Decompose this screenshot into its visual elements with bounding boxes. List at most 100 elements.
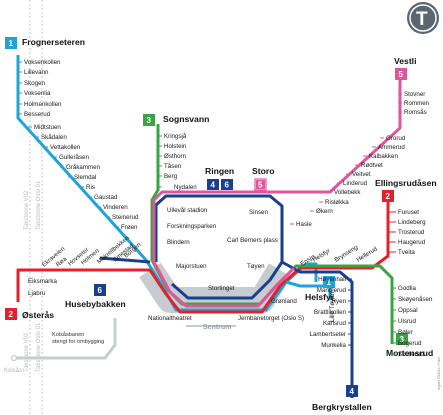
station-besserud[interactable]: Besserud: [24, 111, 51, 118]
station-hellerud[interactable]: Hellerud: [355, 245, 379, 263]
terminus-frognerseteren[interactable]: 1 Frognerseteren: [5, 37, 85, 49]
station-risløkka[interactable]: Risløkka: [325, 199, 349, 206]
station-linderud[interactable]: Linderud: [343, 180, 368, 187]
storo-label[interactable]: Storo 5: [252, 166, 274, 191]
kolsas-closed-branch: Kolsås Kolsåsbanen stengt for ombygging: [4, 318, 117, 374]
svg-text:4: 4: [350, 387, 355, 396]
station-stovner[interactable]: Stovner: [404, 91, 425, 98]
kolsas-note: Kolsåsbanen: [52, 331, 84, 338]
station-grønland[interactable]: Grønland: [271, 298, 297, 305]
station-slemdal[interactable]: Slemdal: [74, 174, 96, 181]
station-stortinget[interactable]: Stortinget: [208, 285, 235, 292]
station-oppsal[interactable]: Oppsal: [398, 307, 418, 314]
station-helsfyr[interactable]: Helsfyr: [311, 248, 331, 264]
station-nationaltheatret[interactable]: Nationaltheatret: [148, 315, 192, 322]
station-lille-tøyen[interactable]: Lille Tøyen: [329, 291, 336, 322]
line-1-stations: VoksenkollenLillevannSkogenVoksenliaHolm…: [18, 59, 139, 231]
station-brynseng[interactable]: Brynseng: [333, 244, 359, 264]
station-brattlikollen[interactable]: Brattlikollen: [314, 309, 347, 316]
terminus-mortensrud[interactable]: 3 Mortensrud: [386, 333, 433, 358]
station-ris[interactable]: Ris: [86, 184, 95, 191]
station-skøyenåsen[interactable]: Skøyenåsen: [398, 296, 433, 303]
station-frøen[interactable]: Frøen: [121, 224, 138, 231]
station-romsås[interactable]: Romsås: [404, 109, 427, 116]
station-munkelia[interactable]: Munkelia: [321, 342, 346, 349]
station-lambertseter[interactable]: Lambertseter: [310, 331, 346, 338]
station-ulsrud[interactable]: Ulsrud: [398, 318, 416, 325]
station-ammerud[interactable]: Ammerud: [378, 144, 405, 151]
station-manglerud[interactable]: Manglerud: [317, 287, 347, 294]
station-tøyen[interactable]: Tøyen: [247, 263, 265, 270]
station-voksenkollen[interactable]: Voksenkollen: [24, 59, 61, 66]
station-majorstuen[interactable]: Majorstuen: [176, 263, 207, 270]
station-kringsjå[interactable]: Kringsjå: [164, 133, 187, 140]
station-berg[interactable]: Berg: [164, 173, 178, 180]
station-vettakollen[interactable]: Vettakollen: [50, 144, 81, 151]
station-vollebekk[interactable]: Vollebekk: [334, 189, 361, 196]
center-stations: Majorstuen TøyenStortingetGrønlandNationa…: [148, 263, 304, 322]
station-blindern[interactable]: Blindern: [167, 239, 190, 246]
station-nydalen[interactable]: Nydalen: [174, 184, 197, 191]
terminus-ellingsrudasen[interactable]: Ellingsrudåsen 2: [375, 178, 437, 202]
ringen-label[interactable]: Ringen 4 6: [205, 166, 234, 190]
station-haugerud[interactable]: Haugerud: [398, 239, 426, 246]
station-grorud[interactable]: Grorud: [386, 135, 406, 142]
station-holmenkollen[interactable]: Holmenkollen: [24, 101, 62, 108]
terminus-husebybakken[interactable]: 6 Husebybakken: [65, 284, 126, 309]
station-hasle[interactable]: Hasle: [296, 221, 312, 228]
station-gulleråsen[interactable]: Gulleråsen: [59, 154, 89, 161]
station-rødtvet[interactable]: Rødtvet: [361, 162, 383, 169]
station-steinerud[interactable]: Steinerud: [112, 214, 139, 221]
station-trosterud[interactable]: Trosterud: [398, 229, 425, 236]
station-furuset[interactable]: Furuset: [398, 209, 419, 216]
station-midtstuen[interactable]: Midtstuen: [34, 124, 61, 131]
terminus-vestli[interactable]: Vestli 5: [394, 56, 416, 80]
station-skådalen[interactable]: Skådalen: [41, 134, 67, 141]
station-karlsrud[interactable]: Karlsrud: [323, 320, 347, 327]
line-5-east-stations: StovnerRommenRomsåsGrorudAmmerudKalbakke…: [290, 91, 430, 228]
badge-line-4: [346, 385, 358, 397]
badge-line-1: [5, 37, 17, 49]
station-bøler[interactable]: Bøler: [398, 329, 413, 336]
terminus-helsfyr[interactable]: 1 Helsfyr: [305, 276, 335, 302]
station-økern[interactable]: Økern: [316, 208, 333, 215]
station-ryen[interactable]: Ryen: [332, 298, 347, 305]
station-ljabru[interactable]: Ljabru: [28, 290, 46, 297]
station-gaustad[interactable]: Gaustad: [94, 194, 118, 201]
svg-text:5: 5: [399, 70, 404, 79]
terminus-label: Mortensrud: [386, 348, 433, 358]
station-kalbakken[interactable]: Kalbakken: [369, 153, 398, 160]
station-vinderen[interactable]: Vinderen: [103, 204, 128, 211]
badge-line-5: [395, 68, 407, 80]
station-rommen[interactable]: Rommen: [404, 100, 430, 107]
station-jernbanetorget-oslo-s-[interactable]: Jernbanetorget (Oslo S): [238, 315, 304, 322]
line-3-south-stations: GodliaSkøyenåsenOppsalUlsrudBølerBogerud…: [392, 285, 433, 358]
station-østhorn[interactable]: Østhorn: [164, 153, 187, 160]
station-holstein[interactable]: Holstein: [164, 143, 187, 150]
kolsas-station-label: Kolsås: [4, 367, 22, 374]
station-voksenlia[interactable]: Voksenlia: [24, 90, 51, 97]
station-skullerud[interactable]: Skullerud: [398, 351, 424, 358]
station-lindeberg[interactable]: Lindeberg: [398, 219, 426, 226]
map-credit: Utgave 03/2014 • Ruter: [437, 356, 441, 390]
terminus-osteras[interactable]: 2 Østerås: [5, 308, 54, 320]
line-3: [150, 124, 394, 344]
badge-line-3: [143, 114, 155, 126]
storo-text: Storo: [252, 166, 274, 176]
terminus-bergkrystallen[interactable]: 4 Bergkrystallen: [312, 385, 372, 412]
station-lillevann[interactable]: Lillevann: [24, 69, 49, 76]
station-godlia[interactable]: Godlia: [398, 285, 416, 292]
terminus-sognsvann[interactable]: 3 Sognsvann: [143, 114, 209, 126]
station-sinsen[interactable]: Sinsen: [249, 209, 268, 216]
station-carl-berners-plass[interactable]: Carl Berners plass: [227, 237, 278, 244]
station-høyenhall[interactable]: Høyenhall: [318, 276, 346, 283]
station-tåsen[interactable]: Tåsen: [164, 163, 182, 170]
station-ullevål-stadion[interactable]: Ullevål stadion: [167, 207, 208, 214]
station-tveita[interactable]: Tveita: [398, 249, 415, 256]
station-veitvet[interactable]: Veitvet: [352, 171, 371, 178]
station-eiksmarka[interactable]: Eiksmarka: [28, 278, 57, 285]
station-bogerud[interactable]: Bogerud: [398, 340, 422, 347]
station-gråkammen[interactable]: Gråkammen: [66, 164, 101, 171]
station-forskningsparken[interactable]: Forskningsparken: [167, 223, 217, 230]
station-skogen[interactable]: Skogen: [24, 80, 46, 87]
